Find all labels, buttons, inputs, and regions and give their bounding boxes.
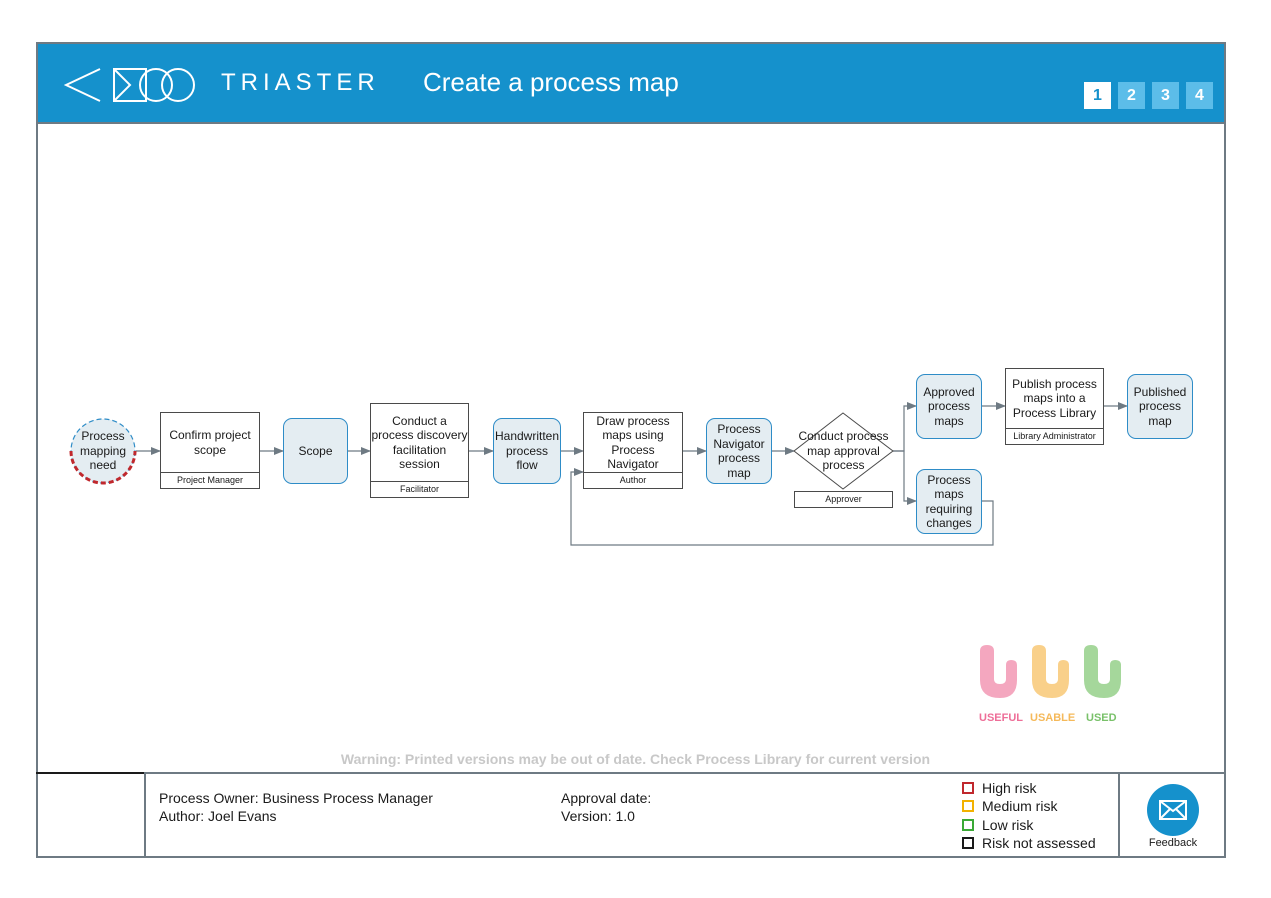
connector-approval-changes — [893, 450, 917, 505]
published-map-object[interactable]: Published process map — [1127, 374, 1193, 439]
legend-low-risk: Low risk — [982, 817, 1034, 833]
brand-name: TRIASTER — [221, 69, 380, 96]
footer-divider — [36, 772, 1226, 774]
publish-activity[interactable]: Publish process maps into a Process Libr… — [1005, 368, 1104, 429]
navigator-map-object[interactable]: Process Navigator process map — [706, 418, 772, 484]
discovery-activity[interactable]: Conduct a process discovery facilitation… — [370, 403, 469, 482]
version: Version: 1.0 — [561, 808, 635, 824]
high-risk-swatch — [962, 782, 974, 794]
connector-approval-approved — [893, 402, 917, 452]
page-button-4[interactable]: 4 — [1186, 82, 1213, 109]
approval-date: Approval date: — [561, 790, 652, 806]
approval-diamond — [793, 412, 894, 490]
useful-usable-used-badge — [980, 645, 1121, 698]
footer-right-divider — [1118, 772, 1120, 858]
useful-label: USEFUL — [979, 712, 1023, 724]
legend-high-risk: High risk — [982, 780, 1037, 796]
start-event-label: Process mapping need — [79, 429, 127, 473]
requiring-changes-object[interactable]: Process maps requiring changes — [916, 469, 982, 534]
process-owner: Process Owner: Business Process Manager — [159, 790, 433, 806]
triaster-logo — [64, 68, 195, 102]
approval-decision-label: Conduct process map approval process — [798, 429, 889, 473]
connector-changes-loop — [570, 468, 994, 546]
page-button-2[interactable]: 2 — [1118, 82, 1145, 109]
page-title: Create a process map — [423, 67, 679, 97]
confirm-scope-activity[interactable]: Confirm project scope — [160, 412, 260, 473]
feedback-button[interactable] — [1147, 784, 1199, 836]
discovery-role: Facilitator — [370, 481, 469, 498]
author: Author: Joel Evans — [159, 808, 277, 824]
not-assessed-swatch — [962, 837, 974, 849]
legend-not-assessed: Risk not assessed — [982, 835, 1096, 851]
handwritten-flow-object[interactable]: Handwritten process flow — [493, 418, 561, 484]
usable-label: USABLE — [1030, 712, 1076, 724]
page-button-3[interactable]: 3 — [1152, 82, 1179, 109]
used-u-icon — [1084, 645, 1121, 698]
approval-role: Approver — [794, 491, 893, 508]
scope-object[interactable]: Scope — [283, 418, 348, 484]
draw-maps-activity[interactable]: Draw process maps using Process Navigato… — [583, 412, 683, 473]
feedback-label[interactable]: Feedback — [1148, 837, 1198, 849]
page-frame: TRIASTER Create a process map 1 2 3 4 — [36, 42, 1226, 858]
header-bar: TRIASTER Create a process map 1 2 3 4 — [38, 44, 1224, 124]
print-warning: Warning: Printed versions may be out of … — [340, 751, 931, 767]
usable-u-icon — [1032, 645, 1069, 698]
confirm-scope-role: Project Manager — [160, 472, 260, 489]
footer-left-divider — [144, 772, 146, 858]
start-event-risk-arc — [69, 450, 137, 485]
envelope-icon — [1159, 800, 1187, 820]
legend-medium-risk: Medium risk — [982, 798, 1058, 814]
footer-corner-mark — [36, 772, 145, 774]
low-risk-swatch — [962, 819, 974, 831]
publish-role: Library Administrator — [1005, 428, 1104, 445]
page-button-1[interactable]: 1 — [1084, 82, 1111, 109]
medium-risk-swatch — [962, 800, 974, 812]
useful-u-icon — [980, 645, 1017, 698]
approved-maps-object[interactable]: Approved process maps — [916, 374, 982, 439]
used-label: USED — [1086, 712, 1117, 724]
draw-maps-role: Author — [583, 472, 683, 489]
